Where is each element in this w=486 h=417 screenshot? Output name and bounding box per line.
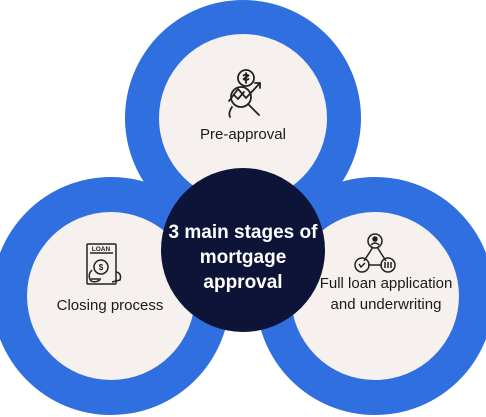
center-title: 3 main stages of mortgage approval bbox=[168, 222, 318, 293]
loan-icon-text: LOAN bbox=[92, 246, 111, 253]
loan-document-icon bbox=[86, 243, 122, 285]
people-network-icon bbox=[354, 233, 396, 273]
center-circle bbox=[161, 168, 325, 332]
stage-circle-left bbox=[27, 212, 195, 380]
loan-icon-dollar: $ bbox=[99, 263, 104, 272]
stage-label-full-loan-application: Full loan application and underwriting bbox=[319, 275, 453, 313]
stage-label-closing-process: Closing process bbox=[56, 297, 164, 314]
stage-circle-right bbox=[291, 212, 459, 380]
money-chart-magnifier-icon bbox=[228, 69, 261, 118]
stage-circle-top bbox=[159, 34, 327, 202]
stage-label-pre-approval: Pre-approval bbox=[200, 126, 286, 143]
